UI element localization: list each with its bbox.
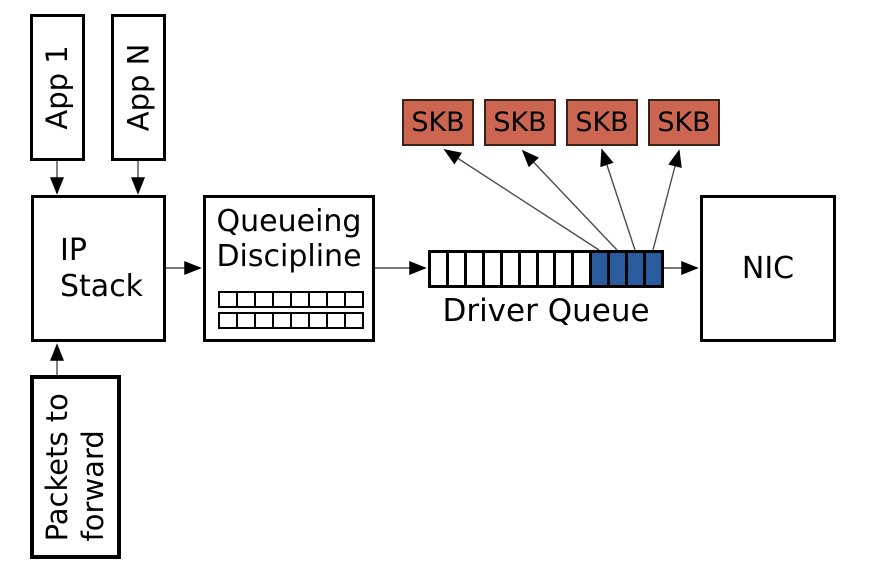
- driver-queue-filled-cell: [628, 253, 644, 285]
- app-1-node: App 1: [30, 14, 85, 161]
- driver-queue-empty-cell: [448, 253, 464, 285]
- app-1-label: App 1: [40, 45, 75, 130]
- nic-node: NIC: [700, 195, 836, 342]
- ip-stack-label-line2: Stack: [60, 268, 144, 304]
- qdisc-grid-cell: [256, 293, 272, 306]
- skb-1: SKB: [402, 99, 474, 146]
- arrow-driver-queue-filled-cell-2-to-skb-2: [521, 149, 618, 251]
- qdisc-grid-cell: [292, 293, 308, 306]
- driver-queue: [428, 250, 664, 288]
- driver-queue-empty-cell: [431, 253, 446, 285]
- queueing-discipline-label: Queueing Discipline: [216, 198, 361, 275]
- packets-to-forward-label: Packets to forward: [39, 393, 112, 541]
- driver-queue-empty-cell: [520, 253, 536, 285]
- qdisc-grid-cell: [292, 314, 308, 327]
- app-n-label: App N: [121, 43, 156, 132]
- skb-label: SKB: [575, 107, 629, 138]
- qdisc-grid-cell: [238, 293, 254, 306]
- driver-queue-filled-cell: [646, 253, 661, 285]
- packets-to-forward-label-line1: Packets to: [40, 392, 75, 542]
- qdisc-grid-cell: [256, 314, 272, 327]
- arrow-driver-queue-filled-cell-4-to-skb-4: [652, 149, 682, 251]
- qdisc-grid-cell: [346, 293, 362, 306]
- driver-queue-empty-cell: [538, 253, 554, 285]
- skb-2: SKB: [484, 99, 556, 146]
- qdisc-grid-cell: [310, 293, 326, 306]
- ip-stack-label-line1: IP: [60, 233, 87, 269]
- nic-label: NIC: [741, 251, 795, 286]
- skb-label: SKB: [411, 107, 465, 138]
- packets-to-forward-node: Packets to forward: [30, 375, 121, 559]
- driver-queue-empty-cell: [466, 253, 482, 285]
- app-n-node: App N: [111, 14, 166, 161]
- skb-label: SKB: [657, 107, 711, 138]
- qdisc-grid-cell: [274, 314, 290, 327]
- driver-queue-empty-cell: [556, 253, 572, 285]
- skb-3: SKB: [566, 99, 638, 146]
- arrow-driver-queue-filled-cell-3-to-skb-3: [600, 148, 636, 251]
- queueing-discipline-label-line1: Queueing: [216, 204, 362, 239]
- arrow-driver-queue-filled-cell-1-to-skb-1: [443, 149, 600, 251]
- skb-label: SKB: [493, 107, 547, 138]
- driver-queue-label: Driver Queue: [442, 293, 650, 329]
- ip-stack-label: IP Stack: [34, 233, 143, 304]
- qdisc-grid-row: [218, 312, 364, 329]
- skb-4: SKB: [648, 99, 720, 146]
- qdisc-grid-cell: [220, 314, 236, 327]
- qdisc-grid-cell: [328, 293, 344, 306]
- qdisc-grid-cell: [220, 293, 236, 306]
- driver-queue-empty-cell: [574, 253, 590, 285]
- driver-queue-filled-cell: [610, 253, 626, 285]
- driver-queue-empty-cell: [502, 253, 518, 285]
- driver-queue-filled-cell: [592, 253, 608, 285]
- qdisc-buffer-grid: [218, 291, 364, 333]
- qdisc-grid-cell: [274, 293, 290, 306]
- qdisc-grid-cell: [238, 314, 254, 327]
- qdisc-grid-cell: [328, 314, 344, 327]
- packets-to-forward-label-line2: forward: [76, 429, 111, 542]
- qdisc-grid-row: [218, 291, 364, 308]
- queueing-discipline-node: Queueing Discipline: [203, 195, 375, 342]
- queueing-discipline-label-line2: Discipline: [216, 238, 362, 274]
- qdisc-grid-cell: [310, 314, 326, 327]
- qdisc-grid-cell: [346, 314, 362, 327]
- driver-queue-empty-cell: [484, 253, 500, 285]
- ip-stack-node: IP Stack: [31, 195, 166, 342]
